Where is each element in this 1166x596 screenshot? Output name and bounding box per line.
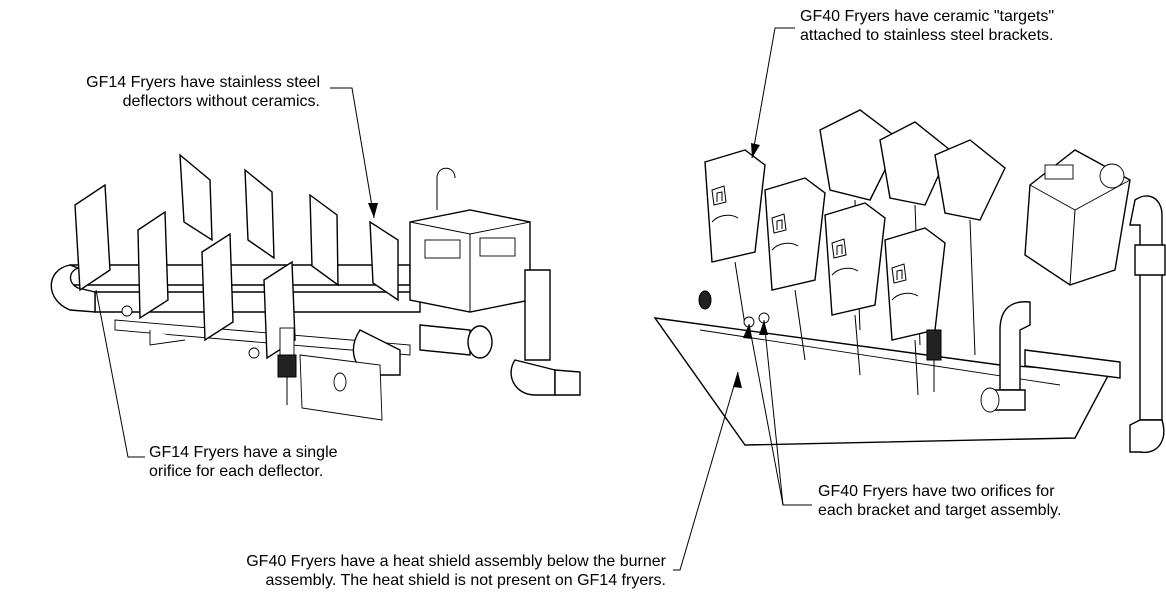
rear-bracket <box>934 139 1006 221</box>
leader-gf40-orifices-b <box>763 319 784 506</box>
bracket-leg <box>969 219 976 356</box>
leader-gf14-orifice <box>95 289 145 458</box>
arrowhead <box>759 320 768 335</box>
igniter-body <box>926 329 942 361</box>
deflector <box>369 220 399 302</box>
gf14-gas-valve <box>352 167 581 396</box>
valve-module <box>479 237 516 257</box>
union-fitting <box>467 325 493 359</box>
target-slot-icon <box>831 238 847 259</box>
mount-bolt <box>248 347 260 359</box>
manifold-end-bend <box>50 264 96 313</box>
target-slot-icon <box>771 213 787 234</box>
outlet-elbow <box>999 301 1031 391</box>
gf40-ceramic-targets <box>704 149 946 341</box>
valve-edge <box>1069 209 1076 286</box>
support-rail <box>114 319 411 356</box>
outlet-pipe <box>419 324 471 356</box>
supply-elbow <box>1129 419 1165 454</box>
igniter-body <box>277 354 297 378</box>
valve-module <box>1044 164 1074 180</box>
bracket-leg <box>734 261 746 326</box>
callout-gf14-orifice: GF14 Fryers have a single orifice for ea… <box>149 444 338 480</box>
target-slot-icon <box>891 263 907 284</box>
ceramic-target <box>884 227 946 341</box>
inlet-stub <box>554 369 581 396</box>
leader-gf40-heat-shield <box>673 371 739 571</box>
rail-bracket <box>149 330 186 346</box>
arrowhead <box>368 203 378 218</box>
callout-gf40-heat-shield: GF40 Fryers have a heat shield assembly … <box>246 553 666 589</box>
mount-bolt <box>121 305 133 317</box>
valve-module <box>424 239 461 259</box>
target-slot-icon <box>711 185 727 206</box>
ceramic-target <box>764 177 826 291</box>
gf14-deflectors <box>74 153 399 360</box>
heat-shield-tray <box>653 317 1112 446</box>
deflector <box>179 153 213 242</box>
gf14-burner-assembly <box>50 153 581 421</box>
deflector <box>137 210 169 320</box>
leader-lines <box>95 27 812 571</box>
ceramic-target <box>704 149 766 263</box>
inlet-elbow <box>510 359 556 396</box>
deflector <box>74 183 111 292</box>
bracket-leg <box>914 339 919 396</box>
callout-gf14-deflectors: GF14 Fryers have stainless steel deflect… <box>86 74 320 110</box>
callout-gf40-targets: GF40 Fryers have ceramic "targets" attac… <box>800 8 1055 44</box>
plate-hole <box>333 372 347 392</box>
deflector <box>309 193 339 287</box>
gf40-gas-valve <box>980 149 1166 454</box>
leader-gf14-deflectors <box>330 87 375 219</box>
deflector <box>201 232 234 342</box>
tray-edge <box>654 317 746 446</box>
bracket-leg <box>854 314 861 376</box>
deflector <box>244 168 275 260</box>
bracket-leg <box>794 289 806 361</box>
pipe-union <box>994 389 1026 411</box>
knob <box>698 290 712 310</box>
arrowhead <box>751 143 760 158</box>
ceramic-target <box>824 202 886 316</box>
outlet-fitting <box>980 387 1000 413</box>
callout-gf40-orifices: GF40 Fryers have two orifices for each b… <box>818 483 1062 519</box>
inlet-pipe <box>524 269 551 361</box>
valve-knob <box>1099 163 1125 189</box>
leader-gf40-targets <box>751 27 795 159</box>
gf40-burner-assembly <box>653 109 1166 454</box>
manifold-pipe-rear <box>69 264 411 286</box>
pipe-fitting <box>1134 244 1166 276</box>
arrowhead <box>743 324 752 339</box>
pilot-tube <box>436 167 456 210</box>
arrowhead <box>733 372 742 388</box>
supply-pipe <box>1129 195 1163 421</box>
crossover-pipe <box>1024 349 1121 379</box>
rear-bracket <box>879 121 951 206</box>
